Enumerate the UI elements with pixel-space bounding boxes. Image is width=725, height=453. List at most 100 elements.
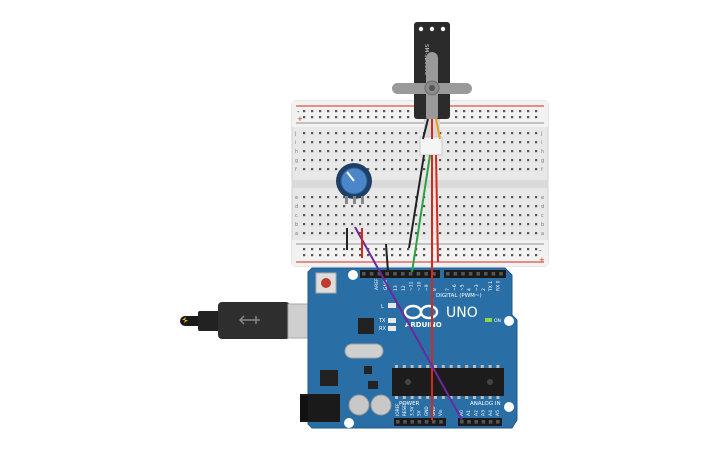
header-socket[interactable] bbox=[461, 272, 465, 276]
header-socket[interactable] bbox=[416, 272, 421, 276]
header-socket[interactable] bbox=[424, 420, 429, 424]
header-socket[interactable] bbox=[403, 420, 407, 424]
breadboard-hole bbox=[367, 132, 370, 135]
servo-motor[interactable]: SM-S2309S bbox=[392, 22, 472, 156]
breadboard-hole bbox=[383, 150, 386, 153]
header-socket[interactable] bbox=[417, 420, 422, 424]
breadboard-hole bbox=[415, 141, 418, 144]
rail-hole bbox=[423, 254, 426, 257]
header-socket[interactable] bbox=[499, 272, 503, 276]
breadboard-hole bbox=[407, 141, 410, 144]
header-socket[interactable] bbox=[467, 420, 471, 424]
header-socket[interactable] bbox=[377, 272, 382, 276]
breadboard-hole bbox=[447, 150, 450, 153]
header-socket[interactable] bbox=[446, 272, 450, 276]
potentiometer[interactable] bbox=[336, 163, 372, 204]
wire-purple-analog[interactable] bbox=[354, 226, 463, 421]
wire-black-gnd[interactable] bbox=[385, 243, 389, 273]
header-socket[interactable] bbox=[424, 272, 428, 276]
breadboard-hole bbox=[447, 159, 450, 162]
breadboard-hole bbox=[375, 232, 378, 235]
header-socket[interactable] bbox=[481, 420, 486, 424]
rail-hole bbox=[535, 110, 538, 113]
header-socket[interactable] bbox=[439, 420, 443, 424]
chip-pin bbox=[441, 396, 445, 399]
breadboard-hole bbox=[503, 168, 506, 171]
header-socket[interactable] bbox=[410, 420, 414, 424]
breadboard-hole bbox=[535, 150, 538, 153]
rail-hole bbox=[319, 116, 322, 119]
header-socket[interactable] bbox=[496, 420, 500, 424]
rail-hole bbox=[455, 248, 458, 251]
breadboard-hole bbox=[407, 132, 410, 135]
breadboard-hole bbox=[399, 232, 402, 235]
header-socket[interactable] bbox=[453, 272, 458, 276]
breadboard-hole bbox=[319, 132, 322, 135]
header-socket[interactable] bbox=[393, 272, 397, 276]
wires[interactable] bbox=[346, 154, 463, 421]
capacitor bbox=[348, 394, 370, 416]
breadboard-hole bbox=[527, 196, 530, 199]
header-socket[interactable] bbox=[362, 272, 366, 276]
digital-pin-label: 12 bbox=[401, 285, 407, 291]
rail-hole bbox=[487, 116, 490, 119]
analog-pin-label: A1 bbox=[466, 410, 472, 416]
header-socket[interactable] bbox=[491, 272, 496, 276]
reset-button[interactable] bbox=[321, 278, 331, 288]
servo-shaft-center bbox=[429, 85, 435, 91]
power-pin-label: IOREF bbox=[395, 403, 400, 416]
rail-hole bbox=[479, 110, 482, 113]
breadboard-hole bbox=[519, 205, 522, 208]
header-socket[interactable] bbox=[432, 272, 436, 276]
breadboard-hole bbox=[375, 205, 378, 208]
rail-hole bbox=[327, 254, 330, 257]
breadboard-hole bbox=[399, 150, 402, 153]
rail-hole bbox=[399, 254, 402, 257]
breadboard-hole bbox=[415, 150, 418, 153]
header-socket[interactable] bbox=[369, 272, 374, 276]
rail-hole bbox=[383, 116, 386, 119]
analog-pin-label: A5 bbox=[495, 410, 501, 416]
breadboard-hole bbox=[447, 232, 450, 235]
breadboard-hole bbox=[455, 196, 458, 199]
breadboard-hole bbox=[351, 232, 354, 235]
breadboard-hole bbox=[439, 132, 442, 135]
rail-hole bbox=[503, 248, 506, 251]
rail-hole bbox=[343, 110, 346, 113]
breadboard-hole bbox=[399, 159, 402, 162]
header-socket[interactable] bbox=[468, 272, 473, 276]
breadboard-hole bbox=[479, 150, 482, 153]
rail-hole bbox=[303, 110, 306, 113]
breadboard-hole bbox=[423, 205, 426, 208]
breadboard-hole bbox=[375, 159, 378, 162]
header-socket[interactable] bbox=[401, 272, 405, 276]
header-socket[interactable] bbox=[396, 420, 400, 424]
header-socket[interactable] bbox=[484, 272, 488, 276]
breadboard-hole bbox=[455, 214, 458, 217]
wire-green-signal[interactable] bbox=[411, 154, 431, 273]
header-socket[interactable] bbox=[474, 420, 478, 424]
arduino-logo bbox=[403, 304, 439, 320]
breadboard-hole bbox=[479, 232, 482, 235]
breadboard-hole bbox=[375, 196, 378, 199]
header-socket[interactable] bbox=[385, 272, 389, 276]
header-socket[interactable] bbox=[488, 420, 493, 424]
rail-hole bbox=[487, 254, 490, 257]
breadboard-hole bbox=[447, 214, 450, 217]
rail-hole bbox=[351, 248, 354, 251]
wire-red-servo[interactable] bbox=[435, 154, 439, 263]
header-socket[interactable] bbox=[476, 272, 480, 276]
header-socket[interactable] bbox=[460, 420, 464, 424]
breadboard-hole bbox=[343, 205, 346, 208]
header-socket[interactable] bbox=[408, 272, 413, 276]
breadboard-hole bbox=[479, 159, 482, 162]
breadboard-hole bbox=[511, 196, 514, 199]
rail-hole bbox=[399, 248, 402, 251]
header-socket[interactable] bbox=[432, 420, 436, 424]
breadboard-hole bbox=[479, 168, 482, 171]
rail-hole bbox=[303, 116, 306, 119]
rail-hole bbox=[471, 254, 474, 257]
wire-black-servo[interactable] bbox=[408, 154, 425, 249]
